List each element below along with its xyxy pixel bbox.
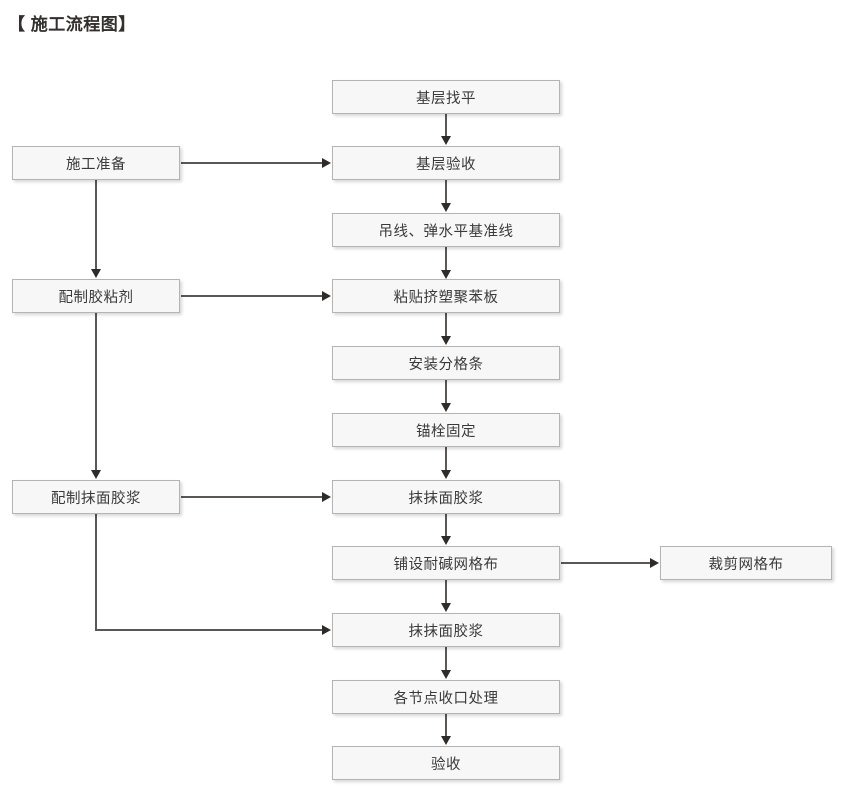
connector-mesh-lay-to-skim-coat-2 (445, 580, 447, 604)
connector-prep-to-acceptance (181, 162, 323, 164)
connector-leveling-to-acceptance (445, 114, 447, 137)
arrowhead-joint-finish-to-final-check (441, 736, 451, 745)
arrowhead-mesh-lay-to-skim-coat-2 (441, 603, 451, 612)
node-skim-coat-2[interactable]: 抹抹面胶浆 (332, 613, 560, 647)
node-label: 基层验收 (416, 156, 476, 173)
node-xps-board[interactable]: 粘贴挤塑聚苯板 (332, 279, 560, 313)
connector-grid-strip-to-anchor (445, 380, 447, 404)
node-baseline[interactable]: 吊线、弹水平基准线 (332, 213, 560, 247)
node-mesh-lay[interactable]: 铺设耐碱网格布 (332, 546, 560, 580)
node-anchor[interactable]: 锚栓固定 (332, 413, 560, 447)
node-label: 抹抹面胶浆 (408, 623, 484, 640)
arrowhead-grid-strip-to-anchor (441, 403, 451, 412)
node-label: 抹抹面胶浆 (408, 490, 484, 507)
arrowhead-skim-coat-1-to-mesh-lay (441, 536, 451, 545)
arrowhead-anchor-to-skim-coat-1 (441, 470, 451, 479)
connector-skim-mortar-to-skim-coat-2 (95, 629, 323, 631)
node-mesh-cut[interactable]: 裁剪网格布 (660, 546, 832, 580)
connector-mesh-lay-to-mesh-cut (561, 562, 651, 564)
arrowhead-mesh-lay-to-mesh-cut (650, 558, 659, 568)
node-skim-mortar[interactable]: 配制抹面胶浆 (12, 480, 180, 514)
arrowhead-leveling-to-acceptance (441, 136, 451, 145)
connector-skim-mortar-down (95, 514, 97, 631)
node-joint-finish[interactable]: 各节点收口处理 (332, 680, 560, 714)
node-label: 配制抹面胶浆 (51, 490, 141, 507)
node-label: 施工准备 (66, 156, 126, 173)
node-label: 锚栓固定 (416, 423, 476, 440)
arrowhead-skim-mortar-to-skim-coat-1 (322, 492, 331, 502)
arrowhead-xps-to-grid-strip (441, 336, 451, 345)
node-grid-strip[interactable]: 安装分格条 (332, 346, 560, 380)
arrowhead-acceptance-to-baseline (441, 203, 451, 212)
node-final-check[interactable]: 验收 (332, 746, 560, 780)
arrowhead-prep-to-adhesive (91, 269, 101, 278)
node-label: 基层找平 (416, 90, 476, 107)
node-adhesive[interactable]: 配制胶粘剂 (12, 279, 180, 313)
node-label: 安装分格条 (408, 356, 484, 373)
node-prep[interactable]: 施工准备 (12, 146, 180, 180)
node-label: 配制胶粘剂 (58, 289, 134, 306)
node-skim-coat-1[interactable]: 抹抹面胶浆 (332, 480, 560, 514)
connector-prep-to-adhesive (95, 180, 97, 270)
connector-skim-mortar-to-skim-coat-1 (181, 496, 323, 498)
arrowhead-adhesive-to-skim-mortar (91, 470, 101, 479)
connector-xps-to-grid-strip (445, 313, 447, 337)
connector-skim-coat-2-to-joint-finish (445, 647, 447, 671)
node-leveling[interactable]: 基层找平 (332, 80, 560, 114)
node-label: 粘贴挤塑聚苯板 (393, 289, 499, 306)
arrowhead-adhesive-to-xps (322, 291, 331, 301)
node-label: 铺设耐碱网格布 (393, 556, 499, 573)
node-label: 吊线、弹水平基准线 (378, 223, 514, 240)
node-label: 各节点收口处理 (393, 690, 499, 707)
connector-adhesive-to-xps (181, 295, 323, 297)
connector-acceptance-to-baseline (445, 180, 447, 204)
page-title: 【 施工流程图】 (8, 15, 136, 34)
connector-joint-finish-to-final-check (445, 714, 447, 737)
arrowhead-baseline-to-xps (441, 270, 451, 279)
connector-adhesive-to-skim-mortar (95, 313, 97, 470)
connector-anchor-to-skim-coat-1 (445, 447, 447, 471)
node-acceptance[interactable]: 基层验收 (332, 146, 560, 180)
arrowhead-skim-mortar-to-skim-coat-2 (322, 625, 331, 635)
node-label: 裁剪网格布 (708, 556, 784, 573)
connector-baseline-to-xps (445, 247, 447, 271)
arrowhead-skim-coat-2-to-joint-finish (441, 670, 451, 679)
connector-skim-coat-1-to-mesh-lay (445, 514, 447, 537)
node-label: 验收 (431, 756, 461, 773)
arrowhead-prep-to-acceptance (322, 158, 331, 168)
